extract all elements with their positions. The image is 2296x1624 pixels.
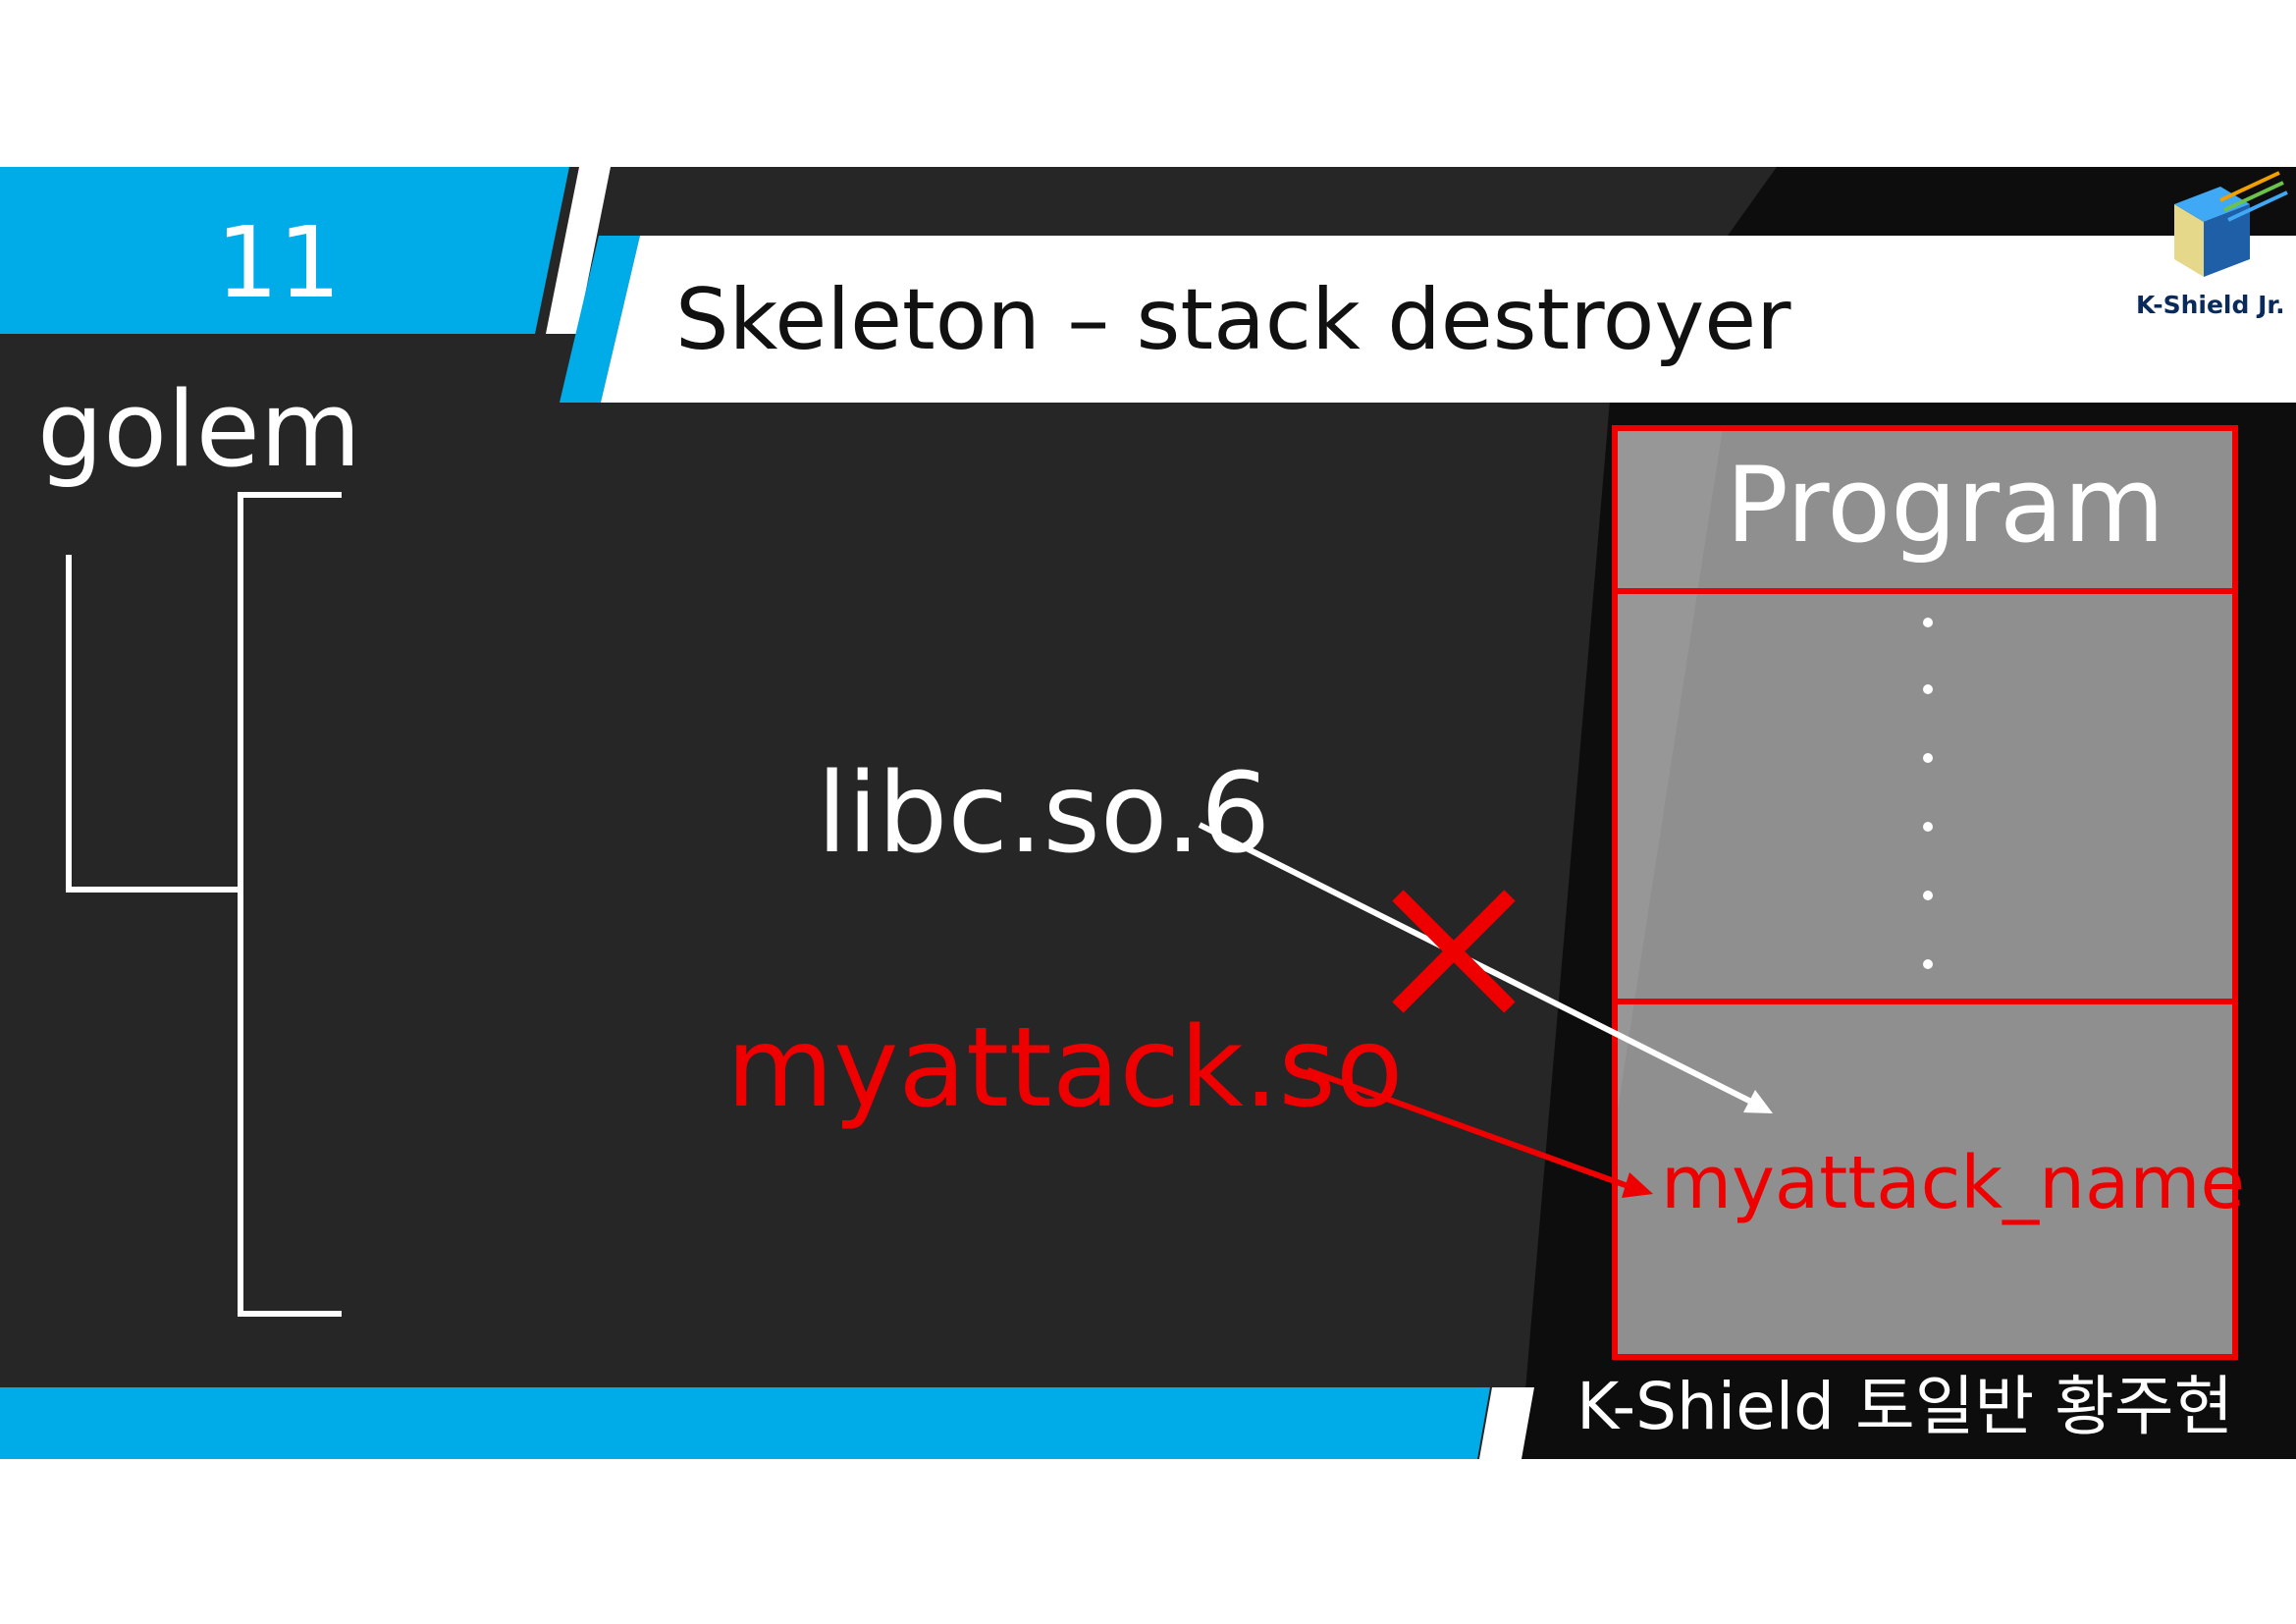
footer-credit: K-Shield 토일반 황주현 <box>1576 1369 2234 1444</box>
libc-arrow <box>1198 822 1773 1113</box>
memory-ellipsis <box>1923 618 1933 969</box>
hierarchy-bracket <box>66 492 342 1317</box>
footer-separator <box>1479 1387 1534 1459</box>
footer-bar-accent <box>0 1387 1490 1459</box>
title-bar-accent <box>560 236 640 403</box>
logo-text: K-Shield Jr. <box>2136 291 2285 319</box>
blocked-cross-icon <box>1392 890 1516 1013</box>
slide-title: Skeleton – stack destroyer <box>675 271 1791 369</box>
number-tab-background <box>0 167 569 334</box>
title-bar-background <box>601 236 2296 403</box>
program-label: Program <box>1726 445 2165 566</box>
attack-arrow <box>1306 1067 1653 1198</box>
separator-stripe <box>546 167 611 334</box>
attack-library-label: myattack.so <box>726 1004 1404 1132</box>
attack-name-label: myattack_name <box>1661 1141 2245 1225</box>
page-number: 11 <box>216 205 342 320</box>
kshield-logo-icon <box>2174 171 2288 277</box>
libc-label: libc.so.6 <box>817 750 1271 878</box>
section-label: golem <box>37 369 362 490</box>
